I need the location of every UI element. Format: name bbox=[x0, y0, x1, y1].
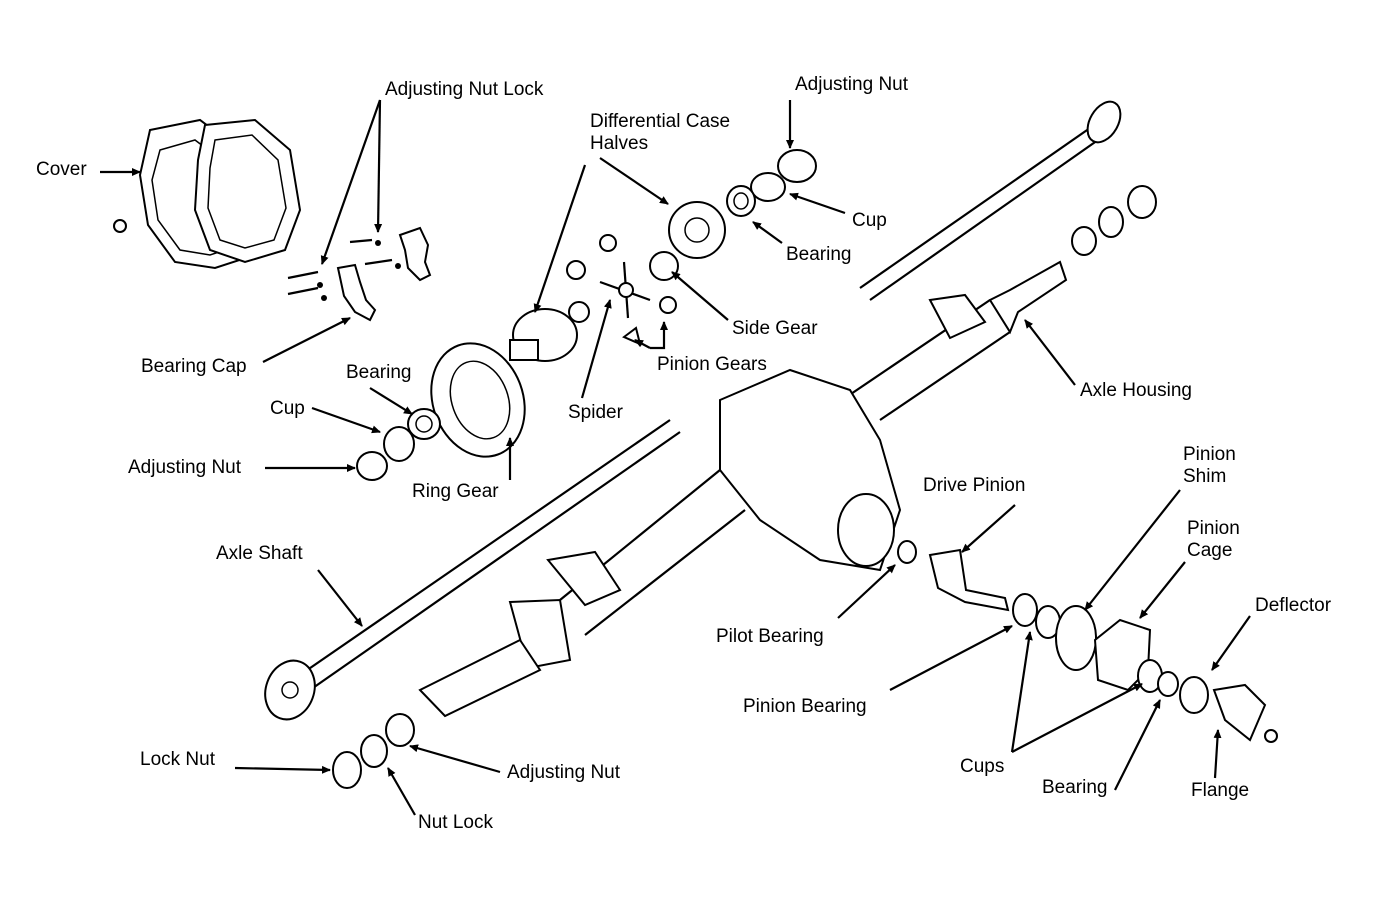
label-lock-nut: Lock Nut bbox=[140, 749, 215, 770]
label-flange: Flange bbox=[1191, 780, 1250, 801]
differential-case-part bbox=[509, 201, 726, 362]
label-bearing-top: Bearing bbox=[786, 244, 852, 265]
label-adjusting-nut-top: Adjusting Nut bbox=[795, 74, 909, 95]
label-cover: Cover bbox=[36, 159, 87, 180]
label-side-gear: Side Gear bbox=[732, 318, 818, 339]
label-spider: Spider bbox=[568, 402, 623, 423]
left-axle-shaft bbox=[264, 419, 681, 721]
label-axle-shaft: Axle Shaft bbox=[216, 543, 303, 564]
cover-part bbox=[113, 118, 302, 270]
axle-housing-part bbox=[418, 260, 1068, 718]
label-ring-gear: Ring Gear bbox=[412, 481, 499, 502]
drive-pinion-assembly bbox=[897, 540, 1278, 743]
left-bearing-cup-nut bbox=[356, 408, 441, 481]
right-axle-shaft bbox=[859, 100, 1157, 301]
bearing-cap-hardware bbox=[287, 226, 432, 322]
label-axle-housing: Axle Housing bbox=[1080, 380, 1192, 401]
label-adjusting-nut-lock: Adjusting Nut Lock bbox=[385, 79, 544, 100]
label-pinion-gears: Pinion Gears bbox=[657, 354, 767, 375]
label-bearing-left: Bearing bbox=[346, 362, 412, 383]
top-adjusting-nut-cup-bearing bbox=[726, 149, 817, 217]
label-cups: Cups bbox=[960, 756, 1005, 777]
label-cup-top: Cup bbox=[852, 210, 887, 231]
label-pinion-cage: Pinion Cage bbox=[1187, 518, 1240, 561]
leader-arrows bbox=[100, 99, 1251, 816]
label-cup-left: Cup bbox=[270, 398, 305, 419]
label-deflector: Deflector bbox=[1255, 595, 1332, 616]
label-pilot-bearing: Pilot Bearing bbox=[716, 626, 824, 647]
label-differential-case-halves: Differential Case Halves bbox=[590, 111, 731, 154]
label-pinion-bearing: Pinion Bearing bbox=[743, 696, 867, 717]
label-adjusting-nut-left: Adjusting Nut bbox=[128, 457, 242, 478]
label-drive-pinion: Drive Pinion bbox=[923, 475, 1026, 496]
label-adjusting-nut-bottom: Adjusting Nut bbox=[507, 762, 621, 783]
label-bearing-cap: Bearing Cap bbox=[141, 356, 247, 377]
label-bearing-bottom: Bearing bbox=[1042, 777, 1108, 798]
label-nut-lock: Nut Lock bbox=[418, 812, 493, 833]
bottom-nut-assembly bbox=[332, 713, 415, 789]
label-pinion-shim: Pinion Shim bbox=[1183, 444, 1236, 487]
